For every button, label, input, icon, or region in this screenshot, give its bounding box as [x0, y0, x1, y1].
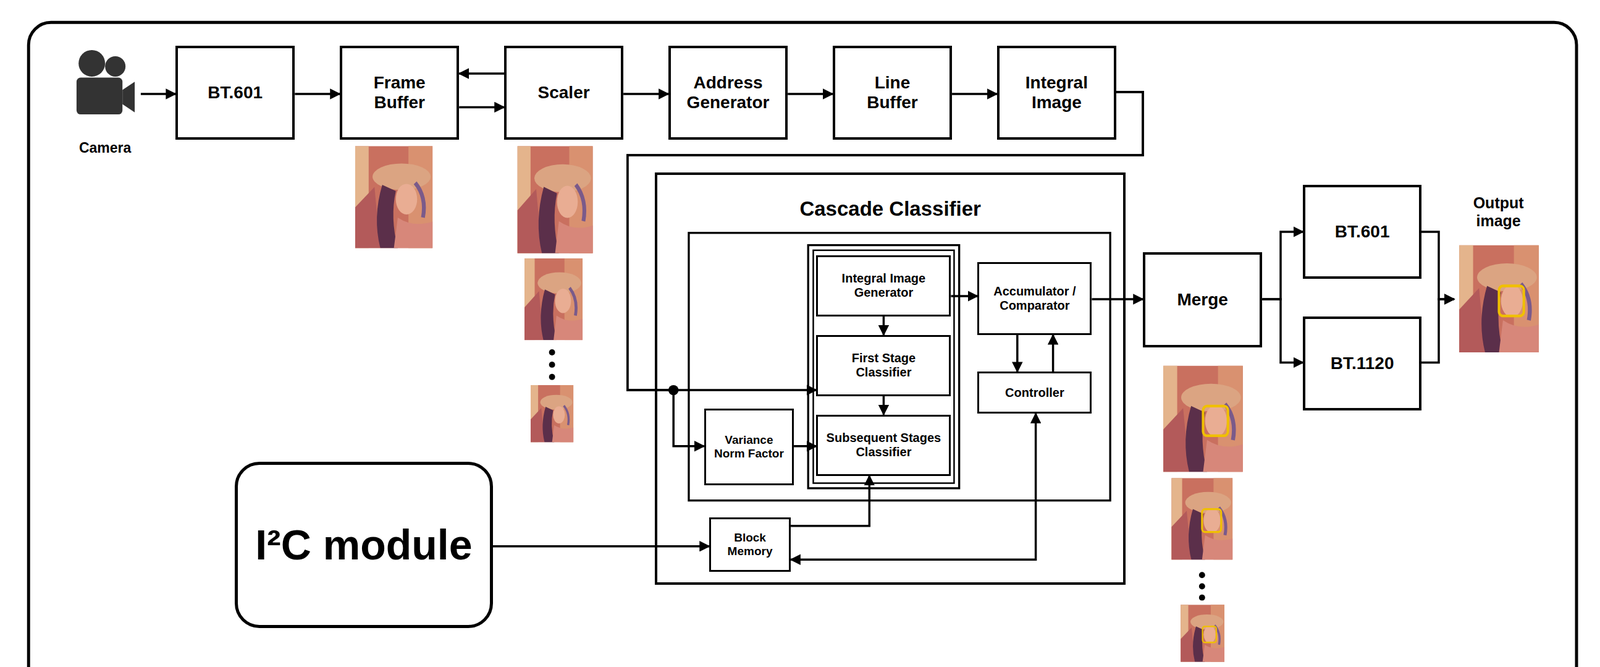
connector-arrow	[790, 475, 870, 526]
node-label: First Stage Classifier	[822, 350, 944, 380]
process-box: BT.601	[1302, 184, 1422, 279]
module-box: I²C module	[234, 461, 493, 628]
node-label: Subsequent Stages Classifier	[822, 430, 944, 459]
node-label: Controller	[1005, 385, 1065, 400]
detected-thumbnail	[1180, 604, 1225, 662]
text-block: Block Memory	[715, 530, 784, 558]
text-block: Subsequent Stages Classifier	[822, 430, 944, 459]
text-block: Variance Norm Factor	[711, 433, 788, 461]
process-box: Controller	[977, 371, 1092, 414]
text-block: Integral Image Generator	[822, 271, 944, 300]
node-label: Camera	[79, 139, 131, 156]
connector-arrow	[140, 92, 176, 96]
connector-arrow	[623, 92, 669, 96]
connector-arrow	[1421, 298, 1455, 363]
process-box: Scaler	[504, 45, 624, 140]
connector-arrow	[882, 395, 886, 415]
camera-label: Camera	[69, 45, 141, 156]
text-block: BT.1120	[1330, 353, 1395, 374]
stage-group-frame	[808, 245, 959, 489]
connector-arrow	[458, 72, 505, 75]
detected-thumbnail	[1171, 477, 1233, 560]
node-label: Block Memory	[715, 530, 784, 558]
process-box: BT.1120	[1302, 316, 1422, 411]
text-block: Scaler	[538, 82, 590, 103]
node-label: Output image	[1454, 193, 1544, 230]
connector-arrow	[492, 544, 710, 548]
connector-arrow	[787, 92, 833, 96]
node-label: Cascade Classifier	[799, 197, 982, 221]
connector-arrow	[950, 294, 978, 298]
connector-arrow	[1421, 231, 1455, 299]
memory-box: Block Memory	[709, 517, 791, 572]
connector-arrow	[790, 413, 1036, 560]
connector-arrow	[1052, 334, 1055, 372]
connector-arrow	[458, 106, 505, 109]
ellipsis-dots	[549, 349, 556, 380]
scaled-thumbnail	[524, 258, 583, 340]
process-box: Address Generator	[668, 45, 788, 140]
text-block: Frame Buffer	[355, 72, 443, 113]
node-label: BT.1120	[1330, 353, 1395, 374]
group-box: Cascade ClassifierIntegral Image Generat…	[654, 172, 1125, 585]
text-block: Merge	[1176, 289, 1228, 310]
node-label: BT.601	[1334, 221, 1390, 242]
text-block: BT.601	[1334, 221, 1390, 242]
output-picture	[1459, 245, 1539, 353]
node-label: Scaler	[538, 82, 590, 103]
connector-arrow	[793, 444, 817, 448]
process-box: Integral Image Generator	[816, 255, 951, 317]
connector-arrow	[1262, 231, 1303, 299]
process-box: Line Buffer	[832, 45, 952, 140]
text-block: First Stage Classifier	[822, 350, 944, 380]
connector-arrow	[1091, 297, 1143, 301]
node-label: Line Buffer	[848, 72, 936, 113]
node-label: Integral Image	[1013, 72, 1101, 113]
text-block: BT.601	[207, 82, 263, 103]
outer-frame	[28, 22, 1577, 667]
scaled-thumbnail	[530, 384, 574, 443]
text-block: Output image	[1454, 193, 1544, 230]
scaled-thumbnail	[517, 145, 593, 253]
connector-arrow	[1262, 298, 1303, 363]
stage-group-frame	[812, 250, 954, 484]
process-box: Accumulator / Comparator	[977, 261, 1092, 335]
process-box: Variance Norm Factor	[704, 408, 794, 485]
text-block: Controller	[1005, 385, 1065, 400]
node-label: I²C module	[255, 520, 472, 569]
detected-thumbnail	[1163, 365, 1243, 472]
process-box: Subsequent Stages Classifier	[816, 414, 951, 476]
frame-thumbnail	[355, 145, 434, 248]
node-label: BT.601	[207, 82, 263, 103]
process-box: Merge	[1142, 252, 1263, 348]
connector-arrow	[1016, 334, 1019, 372]
ellipsis-dots	[1199, 571, 1206, 600]
node-label: Merge	[1176, 289, 1228, 310]
inner-frame	[688, 232, 1111, 501]
node-label: Integral Image Generator	[822, 271, 944, 300]
node-label: Accumulator / Comparator	[984, 284, 1085, 313]
text-block: Address Generator	[684, 72, 772, 113]
connector-arrow	[882, 316, 886, 335]
node-label: Frame Buffer	[355, 72, 443, 113]
text-block: Camera	[79, 139, 131, 156]
camera-icon	[76, 50, 135, 115]
node-label: Address Generator	[684, 72, 772, 113]
output-label: Output image	[1454, 193, 1544, 356]
text-block: Cascade Classifier	[799, 197, 982, 221]
process-box: BT.601	[175, 45, 295, 140]
process-box: Integral Image	[997, 45, 1117, 140]
text-block: Integral Image	[1013, 72, 1101, 113]
connector-arrow	[627, 92, 1143, 447]
connector-arrow	[294, 92, 340, 96]
text-block: I²C module	[255, 520, 472, 569]
text-block: Accumulator / Comparator	[984, 284, 1085, 313]
process-box: First Stage Classifier	[816, 334, 951, 396]
node-label: Variance Norm Factor	[711, 433, 788, 461]
text-block: Line Buffer	[848, 72, 936, 113]
connector-arrow	[951, 92, 998, 96]
process-box: Frame Buffer	[339, 45, 459, 140]
